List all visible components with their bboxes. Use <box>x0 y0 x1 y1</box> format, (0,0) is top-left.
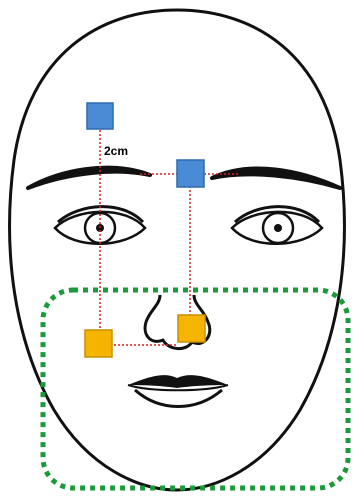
lower-marker-left <box>85 330 112 357</box>
mouth <box>128 375 228 406</box>
face-outline <box>10 10 345 490</box>
upper-marker-left <box>87 103 113 129</box>
right-eyebrow <box>212 169 340 188</box>
guide-lines <box>100 130 238 345</box>
distance-label: 2cm <box>104 144 128 158</box>
lower-marker-center <box>178 315 205 342</box>
left-eyebrow <box>28 168 150 188</box>
right-eye <box>232 207 322 244</box>
upper-marker-center <box>177 160 204 187</box>
